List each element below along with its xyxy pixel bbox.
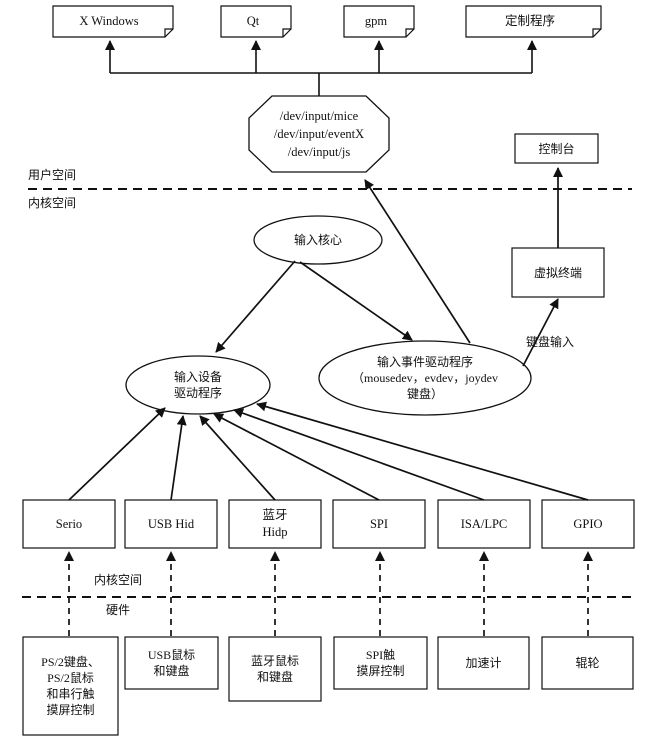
kernel-space-lower-label: 内核空间 <box>94 573 143 587</box>
keyboard-input-label: 键盘输入 <box>526 335 575 349</box>
bus-serio-label: Serio <box>55 516 83 531</box>
hw-box-usb <box>124 636 219 690</box>
event-drivers-label: 输入事件驱动程序 （mousedev，evdev，joydev 键盘） <box>352 355 498 401</box>
device-nodes-label: /dev/input/mice /dev/input/eventX /dev/i… <box>273 109 365 159</box>
bus-box-usb-hid <box>124 499 218 549</box>
virtual-terminal-label: 虚拟终端 <box>533 265 582 280</box>
bus-spi-label: SPI <box>369 516 389 531</box>
hw-box-ps2 <box>22 636 119 736</box>
hw-box-accelerometer <box>437 636 530 690</box>
hw-box-roller <box>541 636 634 690</box>
bus-bluetooth-label: 蓝牙 Hidp <box>262 508 288 539</box>
hardware-label: 硬件 <box>106 603 131 617</box>
bus-box-bluetooth <box>228 499 322 549</box>
input-core-label: 输入核心 <box>293 233 342 247</box>
bus-gpio-label: GPIO <box>573 516 603 531</box>
hw-spi-label: SPI触 摸屏控制 <box>356 648 405 678</box>
app-custom-label: 定制程序 <box>504 14 555 28</box>
hw-roller-label: 辊轮 <box>575 656 600 670</box>
app-box-custom <box>465 5 602 38</box>
hw-usb-label: USB鼠标 和键盘 <box>147 648 196 678</box>
hw-bluetooth-label: 蓝牙鼠标 和键盘 <box>250 654 299 684</box>
device-drivers-label: 输入设备 驱动程序 <box>173 370 222 400</box>
device-nodes-octagon <box>248 95 390 173</box>
hw-box-spi <box>333 636 428 690</box>
app-box-qt <box>220 5 292 38</box>
hw-box-bluetooth <box>228 636 322 702</box>
hw-accelerometer-label: 加速计 <box>465 656 502 670</box>
bus-box-isa-lpc <box>437 499 531 549</box>
user-space-label: 用户空间 <box>28 168 77 182</box>
input-core-ellipse <box>253 215 383 265</box>
bus-box-spi <box>332 499 426 549</box>
app-box-gpm <box>343 5 415 38</box>
virtual-terminal-box <box>511 247 605 298</box>
event-drivers-ellipse <box>318 340 532 416</box>
bus-isa-lpc-label: ISA/LPC <box>460 516 508 531</box>
hw-ps2-label: PS/2键盘、 PS/2鼠标 和串行触 摸屏控制 <box>41 655 100 717</box>
device-drivers-ellipse <box>125 355 271 415</box>
console-label: 控制台 <box>538 141 575 156</box>
app-xwindows-label: X Windows <box>79 14 139 28</box>
bus-usb-hid-label: USB Hid <box>147 516 195 531</box>
kernel-space-label: 内核空间 <box>28 196 77 210</box>
app-gpm-label: gpm <box>364 14 388 28</box>
console-box <box>514 133 599 164</box>
app-qt-label: Qt <box>246 14 260 28</box>
bus-box-gpio <box>541 499 635 549</box>
app-box-xwindows <box>52 5 174 38</box>
